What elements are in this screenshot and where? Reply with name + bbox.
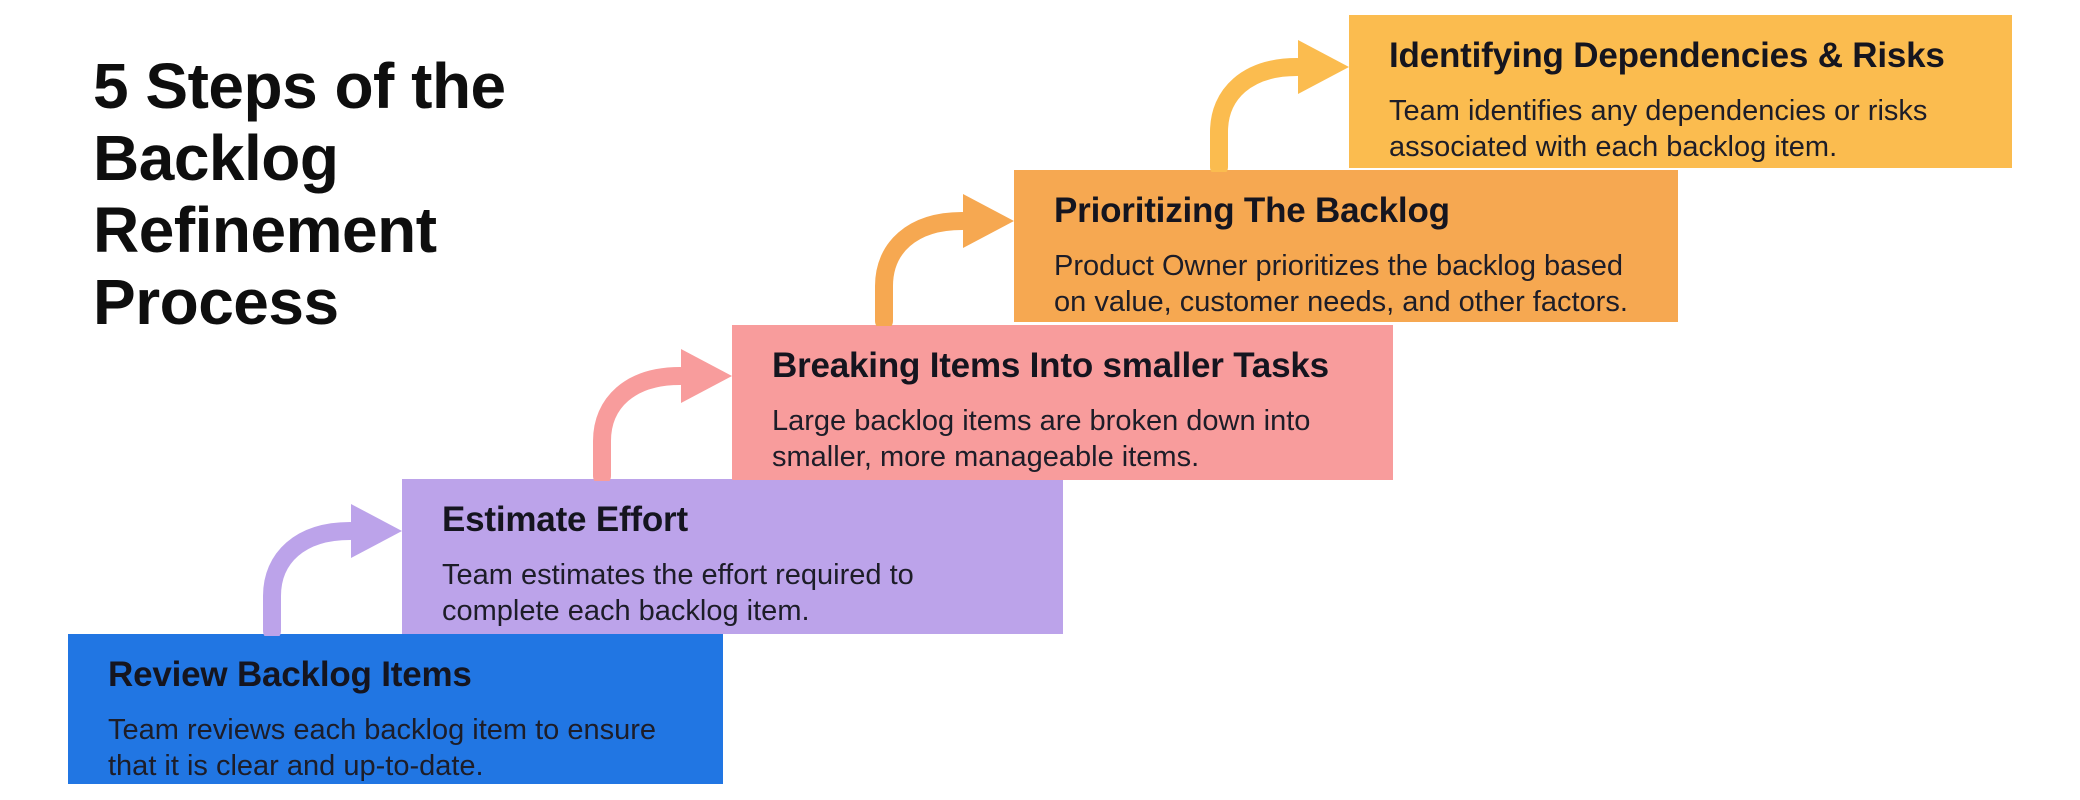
page-title: 5 Steps of the Backlog Refinement Proces…: [93, 50, 506, 338]
curved-arrow-icon-to-step-3: [580, 345, 735, 481]
step-heading: Review Backlog Items: [108, 655, 472, 694]
step-description: Team estimates the effort required to co…: [442, 559, 914, 627]
step-box-identifying-dependencies: Identifying Dependencies & Risks Team id…: [1349, 15, 2012, 168]
step-description: Team reviews each backlog item to ensure…: [108, 714, 657, 782]
step-heading: Breaking Items Into smaller Tasks: [772, 346, 1329, 385]
step-heading: Prioritizing The Backlog: [1054, 191, 1450, 230]
step-box-review-backlog-items: Review Backlog Items Team reviews each b…: [68, 634, 723, 784]
curved-arrow-icon-to-step-4: [862, 190, 1017, 326]
step-box-estimate-effort: Estimate Effort Team estimates the effor…: [402, 479, 1063, 634]
step-box-breaking-items: Breaking Items Into smaller Tasks Large …: [732, 325, 1393, 480]
curved-arrow-icon-to-step-5: [1197, 36, 1352, 172]
curved-arrow-icon-to-step-2: [250, 500, 405, 636]
step-box-prioritizing-backlog: Prioritizing The Backlog Product Owner p…: [1014, 170, 1678, 322]
step-description: Team identifies any dependencies or risk…: [1389, 95, 1928, 163]
step-heading: Identifying Dependencies & Risks: [1389, 36, 1945, 75]
step-description: Large backlog items are broken down into…: [772, 405, 1311, 473]
step-heading: Estimate Effort: [442, 500, 688, 539]
step-description: Product Owner prioritizes the backlog ba…: [1054, 250, 1628, 318]
